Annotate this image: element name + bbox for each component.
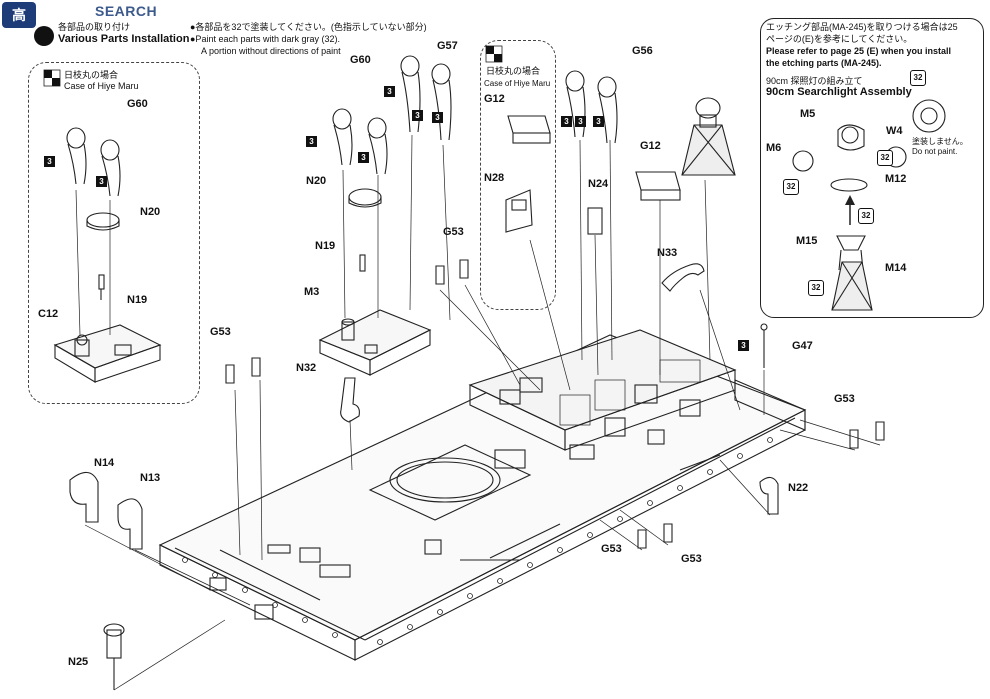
paint-code-32: 32	[783, 179, 799, 195]
label-n20-mid: N20	[306, 175, 327, 187]
paint-code-3: 3	[306, 136, 317, 147]
label-g53-right: G53	[834, 393, 855, 405]
watermark-brand: SEARCH	[95, 3, 158, 19]
label-n28: N28	[484, 172, 505, 184]
etching-note-jp1: エッチング部品(MA-245)を取りつける場合は25	[766, 22, 958, 32]
label-g12-mid: G12	[484, 93, 505, 105]
hiye-center-en: Case of Hiye Maru	[484, 79, 551, 88]
step-icon	[34, 26, 54, 46]
label-n24: N24	[588, 178, 609, 190]
label-w4: W4	[886, 125, 903, 137]
paint-note-en2: A portion without directions of paint	[201, 46, 341, 56]
label-m3: M3	[304, 286, 320, 298]
g56-vents	[565, 70, 618, 144]
inset-left-base	[53, 127, 162, 383]
label-n14: N14	[94, 457, 115, 469]
searchlight-tower	[681, 97, 736, 176]
label-n22: N22	[788, 482, 809, 494]
label-g53-bottom-2: G53	[681, 553, 702, 565]
label-c12: C12	[38, 308, 59, 320]
label-n19-mid: N19	[315, 240, 336, 252]
paint-code-3: 3	[575, 116, 586, 127]
label-n20-left: N20	[140, 206, 161, 218]
hiye-left-en: Case of Hiye Maru	[64, 81, 139, 91]
label-g53-bottom-1: G53	[601, 543, 622, 555]
paint-code-32: 32	[877, 150, 893, 166]
hiye-left-jp: 日枝丸の場合	[64, 70, 119, 80]
label-g56: G56	[632, 45, 653, 57]
label-m14: M14	[885, 262, 907, 274]
paint-code-3: 3	[358, 152, 369, 163]
step-title-en: Various Parts Installation	[58, 33, 190, 45]
label-g60-left: G60	[127, 98, 148, 110]
g53-handles	[225, 259, 885, 549]
label-n32: N32	[296, 362, 317, 374]
paint-code-3: 3	[738, 340, 749, 351]
watermark-logo: 高	[2, 2, 36, 28]
label-n33: N33	[657, 247, 678, 259]
searchlight-inset	[760, 18, 984, 318]
hiye-center-inset	[480, 40, 556, 310]
label-n19-left: N19	[127, 294, 148, 306]
paint-code-32: 32	[808, 280, 824, 296]
paint-code-3: 3	[561, 116, 572, 127]
no-paint-en: Do not paint.	[912, 147, 958, 156]
label-m6: M6	[766, 142, 782, 154]
no-paint-jp: 塗装しません。	[912, 137, 968, 146]
paint-code-3: 3	[593, 116, 604, 127]
deck-superstructure	[468, 329, 806, 451]
etching-note-en2: the etching parts (MA-245).	[766, 58, 882, 68]
etching-note-en1: Please refer to page 25 (E) when you ins…	[766, 46, 952, 56]
label-m5: M5	[800, 108, 816, 120]
label-g60-mid: G60	[350, 54, 371, 66]
paint-code-3: 3	[96, 176, 107, 187]
etching-note-jp2: ページの(E)を参考にしてください。	[766, 34, 913, 44]
label-g12-right: G12	[640, 140, 661, 152]
searchlight-title-jp: 90cm 探照灯の組み立て	[766, 76, 863, 86]
paint-code-32: 32	[910, 70, 926, 86]
hiye-left-inset	[28, 62, 200, 404]
label-n13: N13	[140, 472, 161, 484]
paint-code-3: 3	[432, 112, 443, 123]
m3-assembly	[318, 55, 452, 376]
label-g53-mid: G53	[443, 226, 464, 238]
label-n25: N25	[68, 656, 89, 668]
label-g47: G47	[792, 340, 813, 352]
label-m15: M15	[796, 235, 818, 247]
label-m12: M12	[885, 173, 907, 185]
label-g53-left: G53	[210, 326, 231, 338]
hiye-center-jp: 日枝丸の場合	[486, 66, 541, 76]
paint-note-en1: ●Paint each parts with dark gray (32).	[190, 34, 341, 44]
searchlight-title-en: 90cm Searchlight Assembly	[766, 86, 912, 98]
paint-code-3: 3	[412, 110, 423, 121]
step-title-jp: 各部品の取り付け	[58, 22, 131, 32]
paint-code-32: 32	[858, 208, 874, 224]
label-g57: G57	[437, 40, 458, 52]
paint-note-jp: ●各部品を32で塗装してください。(色指示していない部分)	[190, 22, 427, 32]
paint-code-3: 3	[384, 86, 395, 97]
paint-code-3: 3	[44, 156, 55, 167]
hiye-center-parts	[505, 115, 551, 233]
deck-hull	[158, 334, 807, 661]
